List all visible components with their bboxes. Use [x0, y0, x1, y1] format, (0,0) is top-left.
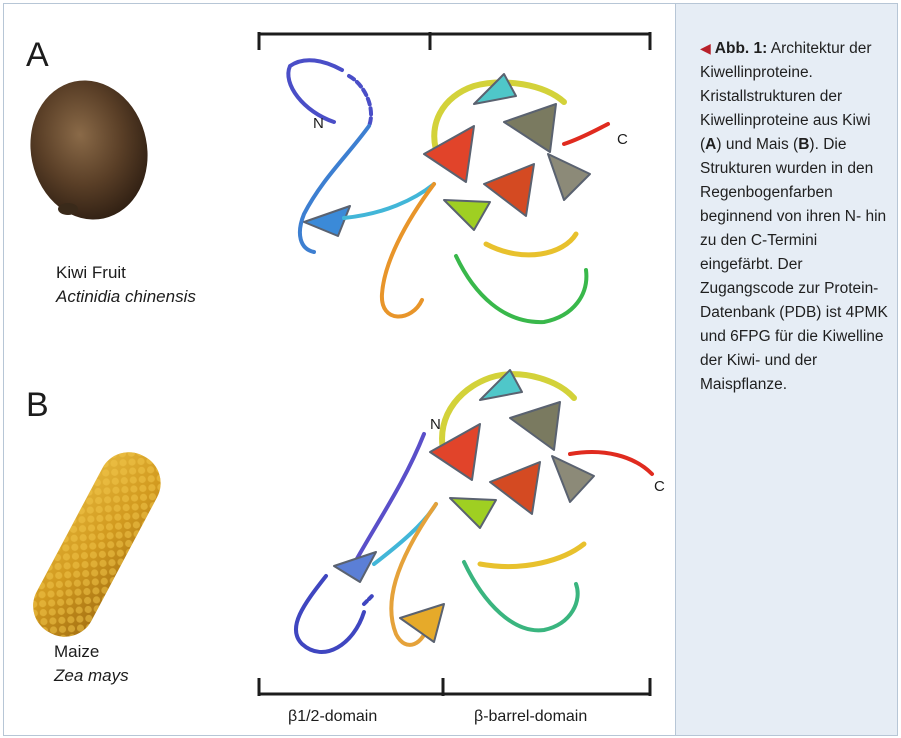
- caption-bold-b: B: [798, 136, 809, 153]
- protein-structure-a: [288, 60, 608, 322]
- caption-text-3: ). Die Strukturen wurden in den Regenbog…: [700, 136, 888, 393]
- panel-b-letter: B: [26, 386, 49, 425]
- kiwi-fruit-image: [18, 69, 161, 230]
- terminus-c-a: C: [617, 131, 628, 148]
- terminus-c-b: C: [654, 478, 665, 495]
- figure-caption: ◀Abb. 1: Architektur der Kiwellinprotein…: [700, 36, 890, 397]
- figure-graphics: [4, 4, 677, 737]
- domain-label-beta12: β1/2-domain: [288, 708, 377, 726]
- caption-text-2: ) und Mais (: [716, 136, 798, 153]
- kiwi-common-name: Kiwi Fruit: [56, 261, 196, 285]
- maize-scientific-name: Zea mays: [54, 664, 129, 688]
- top-bracket: [258, 32, 651, 50]
- kiwi-label: Kiwi Fruit Actinidia chinensis: [56, 261, 196, 309]
- caption-panel: ◀Abb. 1: Architektur der Kiwellinprotein…: [676, 3, 898, 736]
- domain-label-beta-barrel: β-barrel-domain: [474, 708, 587, 726]
- protein-structure-b: [296, 370, 652, 652]
- caption-label: Abb. 1:: [715, 40, 768, 57]
- maize-common-name: Maize: [54, 640, 129, 664]
- caption-bold-a: A: [705, 136, 716, 153]
- maize-image: [23, 442, 172, 648]
- panel-a-letter: A: [26, 36, 49, 75]
- bottom-bracket: [258, 678, 651, 696]
- figure: A B Kiwi Fruit Actinidia chinensis Maize…: [3, 3, 676, 736]
- maize-label: Maize Zea mays: [54, 640, 129, 688]
- terminus-n-b: N: [430, 416, 441, 433]
- caption-marker-icon: ◀: [700, 40, 711, 56]
- terminus-n-a: N: [313, 115, 324, 132]
- kiwi-scientific-name: Actinidia chinensis: [56, 285, 196, 309]
